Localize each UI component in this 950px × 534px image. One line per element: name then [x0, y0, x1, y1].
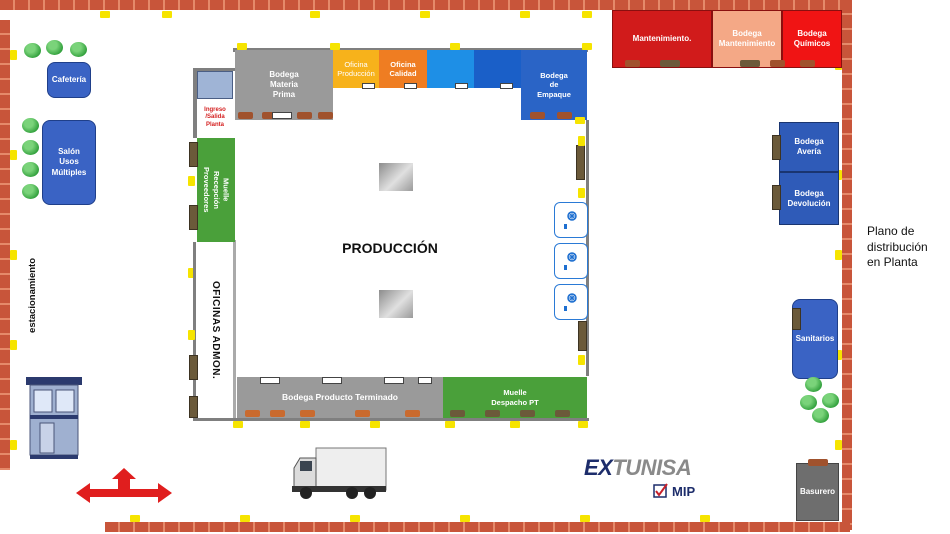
basurero-label: Basurero	[799, 487, 836, 496]
cafeteria-label: Cafetería	[51, 74, 87, 84]
bodega-empaque-label: Bodega de Empaque	[537, 70, 571, 99]
mip-logo: MIP	[653, 483, 695, 499]
oficinas-admon-label: OFICINAS ADMON.	[209, 280, 221, 380]
oficina-produccion-room: Oficina Producción	[333, 50, 379, 88]
right-wall	[842, 0, 852, 530]
plant-wall-left-lower	[233, 240, 236, 420]
basurero-room: Basurero	[796, 463, 839, 521]
bush-icon	[46, 40, 63, 55]
oficina-produccion-label: Oficina Producción	[337, 59, 375, 78]
plant-wall-top-left	[193, 68, 235, 71]
bodega-devolucion-label: Bodega Devolución	[787, 188, 831, 208]
plant-wall-bottom	[193, 418, 589, 421]
mantenimiento-label: Mantenimiento.	[632, 34, 692, 43]
bush-icon	[805, 377, 822, 392]
bush-icon	[22, 184, 39, 199]
entrance-booth	[197, 71, 233, 99]
oficina-calidad-room: Oficina Calidad	[379, 50, 427, 88]
estacionamiento-label: estacionamiento	[26, 257, 38, 333]
bodega-quimicos-label: Bodega Químicos	[793, 29, 831, 48]
fan-icon	[554, 243, 588, 279]
oficinas-admon-room: OFICINAS ADMON.	[193, 242, 233, 418]
muelle-recepcion-room: Muelle Recepción Proveedores	[197, 138, 235, 242]
logo-mip: MIP	[672, 483, 696, 499]
machine-icon	[379, 163, 413, 191]
oficina-calidad-label: Oficina Calidad	[389, 59, 417, 78]
bush-icon	[24, 43, 41, 58]
bodega-materia-prima-label: Bodega Materia Prima	[269, 70, 299, 99]
mantenimiento-room: Mantenimiento.	[612, 10, 712, 68]
cafeteria-room: Cafetería	[47, 62, 91, 98]
logo-tunisa: TUNISA	[612, 455, 692, 480]
blue-room-light	[427, 50, 474, 88]
bodega-mantenimiento-room: Bodega Mantenimiento	[712, 10, 782, 68]
ingreso-salida-label: Ingreso /Salida Planta	[204, 106, 226, 128]
bodega-producto-terminado-label: Bodega Producto Terminado	[281, 392, 399, 403]
plant-wall-left-upper	[193, 68, 197, 138]
produccion-label: PRODUCCIÓN	[342, 240, 438, 256]
bush-icon	[22, 140, 39, 155]
muelle-recepcion-label: Muelle Recepción Proveedores	[202, 167, 231, 213]
top-wall	[0, 0, 850, 10]
bottom-wall	[105, 522, 850, 532]
logo-ex: EX	[584, 455, 613, 480]
bodega-mantenimiento-label: Bodega Mantenimiento	[718, 29, 776, 48]
muelle-despacho-label: Muelle Despacho PT	[491, 388, 539, 407]
bush-icon	[22, 162, 39, 177]
extunisa-logo: EXTUNISA	[584, 455, 692, 481]
sanitarios-label: Sanitarios	[795, 333, 835, 343]
bush-icon	[822, 393, 839, 408]
fan-icon	[554, 202, 588, 238]
bodega-quimicos-room: Bodega Químicos	[782, 10, 842, 68]
left-wall	[0, 20, 10, 470]
double-arrow-icon	[76, 468, 172, 503]
bodega-empaque-room: Bodega de Empaque	[521, 50, 587, 120]
bush-icon	[812, 408, 829, 423]
ingreso-salida-room: Ingreso /Salida Planta	[197, 99, 233, 137]
fan-icon	[554, 284, 588, 320]
bodega-averia-label: Bodega Avería	[794, 137, 824, 156]
bodega-averia-room: Bodega Avería	[779, 122, 839, 172]
basurero-bin	[808, 459, 828, 466]
sanitarios-door	[792, 308, 801, 330]
bush-icon	[70, 42, 87, 57]
bush-icon	[22, 118, 39, 133]
truck-icon	[292, 447, 387, 499]
blue-room-dark	[474, 50, 521, 88]
bush-icon	[800, 395, 817, 410]
checkbox-icon	[653, 483, 668, 498]
bodega-devolucion-room: Bodega Devolución	[779, 172, 839, 225]
bodega-materia-prima-room: Bodega Materia Prima	[235, 50, 333, 120]
salon-label: Salón Usos Múltiples	[51, 146, 87, 177]
salon-room: Salón Usos Múltiples	[42, 120, 96, 205]
plano-title: Plano de distribución en Planta	[867, 224, 928, 270]
machine-icon	[379, 290, 413, 318]
guard-booth-icon	[26, 377, 82, 459]
